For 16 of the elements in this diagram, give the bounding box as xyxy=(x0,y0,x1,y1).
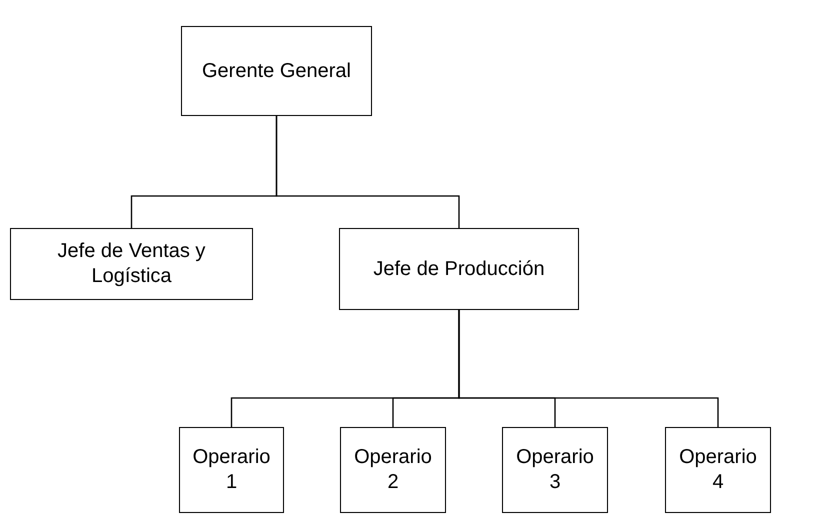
position-box xyxy=(10,228,253,300)
position-box xyxy=(665,427,771,513)
position-box xyxy=(179,427,284,513)
connector-line xyxy=(276,116,460,228)
position-title: Operario 3 xyxy=(515,445,595,495)
position-title: Operario 4 xyxy=(678,445,758,495)
position-box xyxy=(339,228,579,310)
position-title: Operario 1 xyxy=(192,445,272,495)
position-box xyxy=(340,427,446,513)
position-title: Operario 2 xyxy=(353,445,433,495)
position-box xyxy=(502,427,608,513)
position-box xyxy=(181,26,372,116)
position-title: Gerente General xyxy=(201,58,352,84)
connector-line xyxy=(458,310,719,427)
position-title: Jefe de Ventas y Logística xyxy=(56,239,206,289)
position-title: Jefe de Producción xyxy=(372,256,546,282)
